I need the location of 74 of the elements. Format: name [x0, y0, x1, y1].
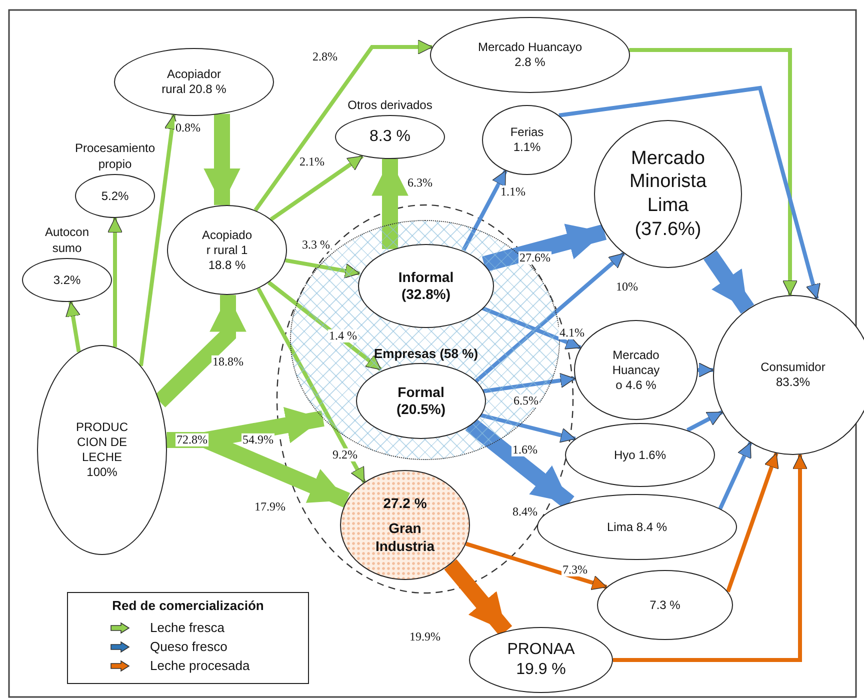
edge-label: 17.9% — [254, 500, 286, 514]
flow-arrow — [66, 302, 81, 352]
flow-arrow — [270, 154, 364, 222]
node-heading: Otros derivados — [346, 97, 434, 114]
edge-label: 54.9% — [242, 433, 274, 447]
edge-label: 27.6% — [518, 251, 552, 265]
edge-label: 0.8% — [174, 121, 202, 135]
flow-arrow — [466, 542, 608, 590]
ellipse-node — [356, 363, 486, 439]
ellipse-node — [358, 244, 494, 328]
flow-arrow — [718, 442, 752, 510]
flow-arrow — [256, 287, 366, 484]
flow-arrow — [254, 39, 433, 212]
node-label: 3.2% — [52, 272, 82, 288]
legend-title: Red de comercialización — [111, 598, 265, 613]
edge-label: 19.9% — [408, 630, 442, 644]
node-label: PRODUC CION DE LECHE 100% — [74, 420, 129, 480]
edge-label: 4.1% — [558, 326, 586, 340]
node-label: Acopiado r rural 1 18.8 % — [200, 228, 254, 272]
node-heading: Procesamiento propio — [74, 140, 156, 172]
flow-arrow — [267, 280, 382, 372]
flow-arrow — [204, 114, 240, 206]
flow-arrow — [479, 413, 576, 443]
edge-label: 9.2% — [332, 448, 358, 462]
node-label: Mercado Huancay o 4.6 % — [611, 348, 661, 392]
edge-label: 3.3 % — [301, 238, 331, 252]
edge-label: 1.6% — [512, 443, 538, 457]
node-label: Informal (32.8%) — [397, 268, 455, 304]
node-label: Hyo 1.6% — [612, 448, 668, 462]
node-label: Ferias 1.1% — [509, 125, 545, 155]
region-label: Empresas (58 %) — [372, 346, 480, 362]
flow-arrow — [444, 559, 512, 636]
flow-arrow — [481, 306, 582, 350]
edge-label: 1.1% — [500, 185, 526, 199]
edge-label: 7.3% — [562, 563, 588, 577]
flow-arrow — [686, 410, 724, 432]
node-label: Formal (20.5%) — [395, 384, 447, 418]
flow-arrow — [558, 86, 820, 300]
node-label: Gran Industria — [374, 520, 436, 556]
node-label: Acopiador rural 20.8 % — [160, 67, 228, 97]
node-label: PRONAA 19.9 % — [506, 640, 576, 680]
node-label: 7.3 % — [648, 598, 682, 612]
flow-arrow — [629, 48, 798, 296]
node-label: Mercado Minorista Lima (37.6%) — [628, 146, 708, 242]
edge-label: 10% — [615, 280, 639, 294]
flow-arrow — [613, 454, 808, 662]
edge-label: 1.4 % — [328, 329, 358, 343]
flow-arrow — [462, 170, 508, 252]
edge-label: 18.8% — [212, 355, 244, 369]
flow-label: 72.8% — [176, 433, 208, 447]
edge-label: 2.8% — [312, 50, 338, 64]
edge-label: 6.3% — [406, 176, 434, 190]
flow-arrow — [285, 258, 360, 278]
flow-arrow — [154, 295, 246, 408]
node-label: Lima 8.4 % — [606, 520, 668, 534]
legend-label: Leche fresca — [150, 620, 224, 635]
flow-arrow — [107, 218, 123, 348]
node-label: 8.3 % — [368, 127, 412, 147]
node-label: 27.2 % — [382, 494, 428, 512]
flow-arrow — [372, 159, 408, 249]
edge-label: 6.5% — [512, 394, 540, 408]
node-label: 5.2% — [100, 188, 130, 204]
flow-arrow — [482, 372, 576, 394]
flow-arrow — [482, 224, 607, 272]
edge-label: 2.1% — [298, 155, 326, 169]
node-label: Mercado Huancayo 2.8 % — [478, 40, 582, 70]
flow-arrow — [698, 362, 714, 378]
legend-label: Leche procesada — [150, 658, 250, 673]
node-heading: Autocon sumo — [44, 224, 90, 256]
edge-label: 8.4% — [512, 505, 538, 519]
node-label: Consumidor 83.3% — [760, 360, 826, 390]
flow-arrow — [474, 252, 626, 382]
flow-arrow — [726, 452, 779, 592]
legend-label: Queso fresco — [150, 639, 228, 654]
